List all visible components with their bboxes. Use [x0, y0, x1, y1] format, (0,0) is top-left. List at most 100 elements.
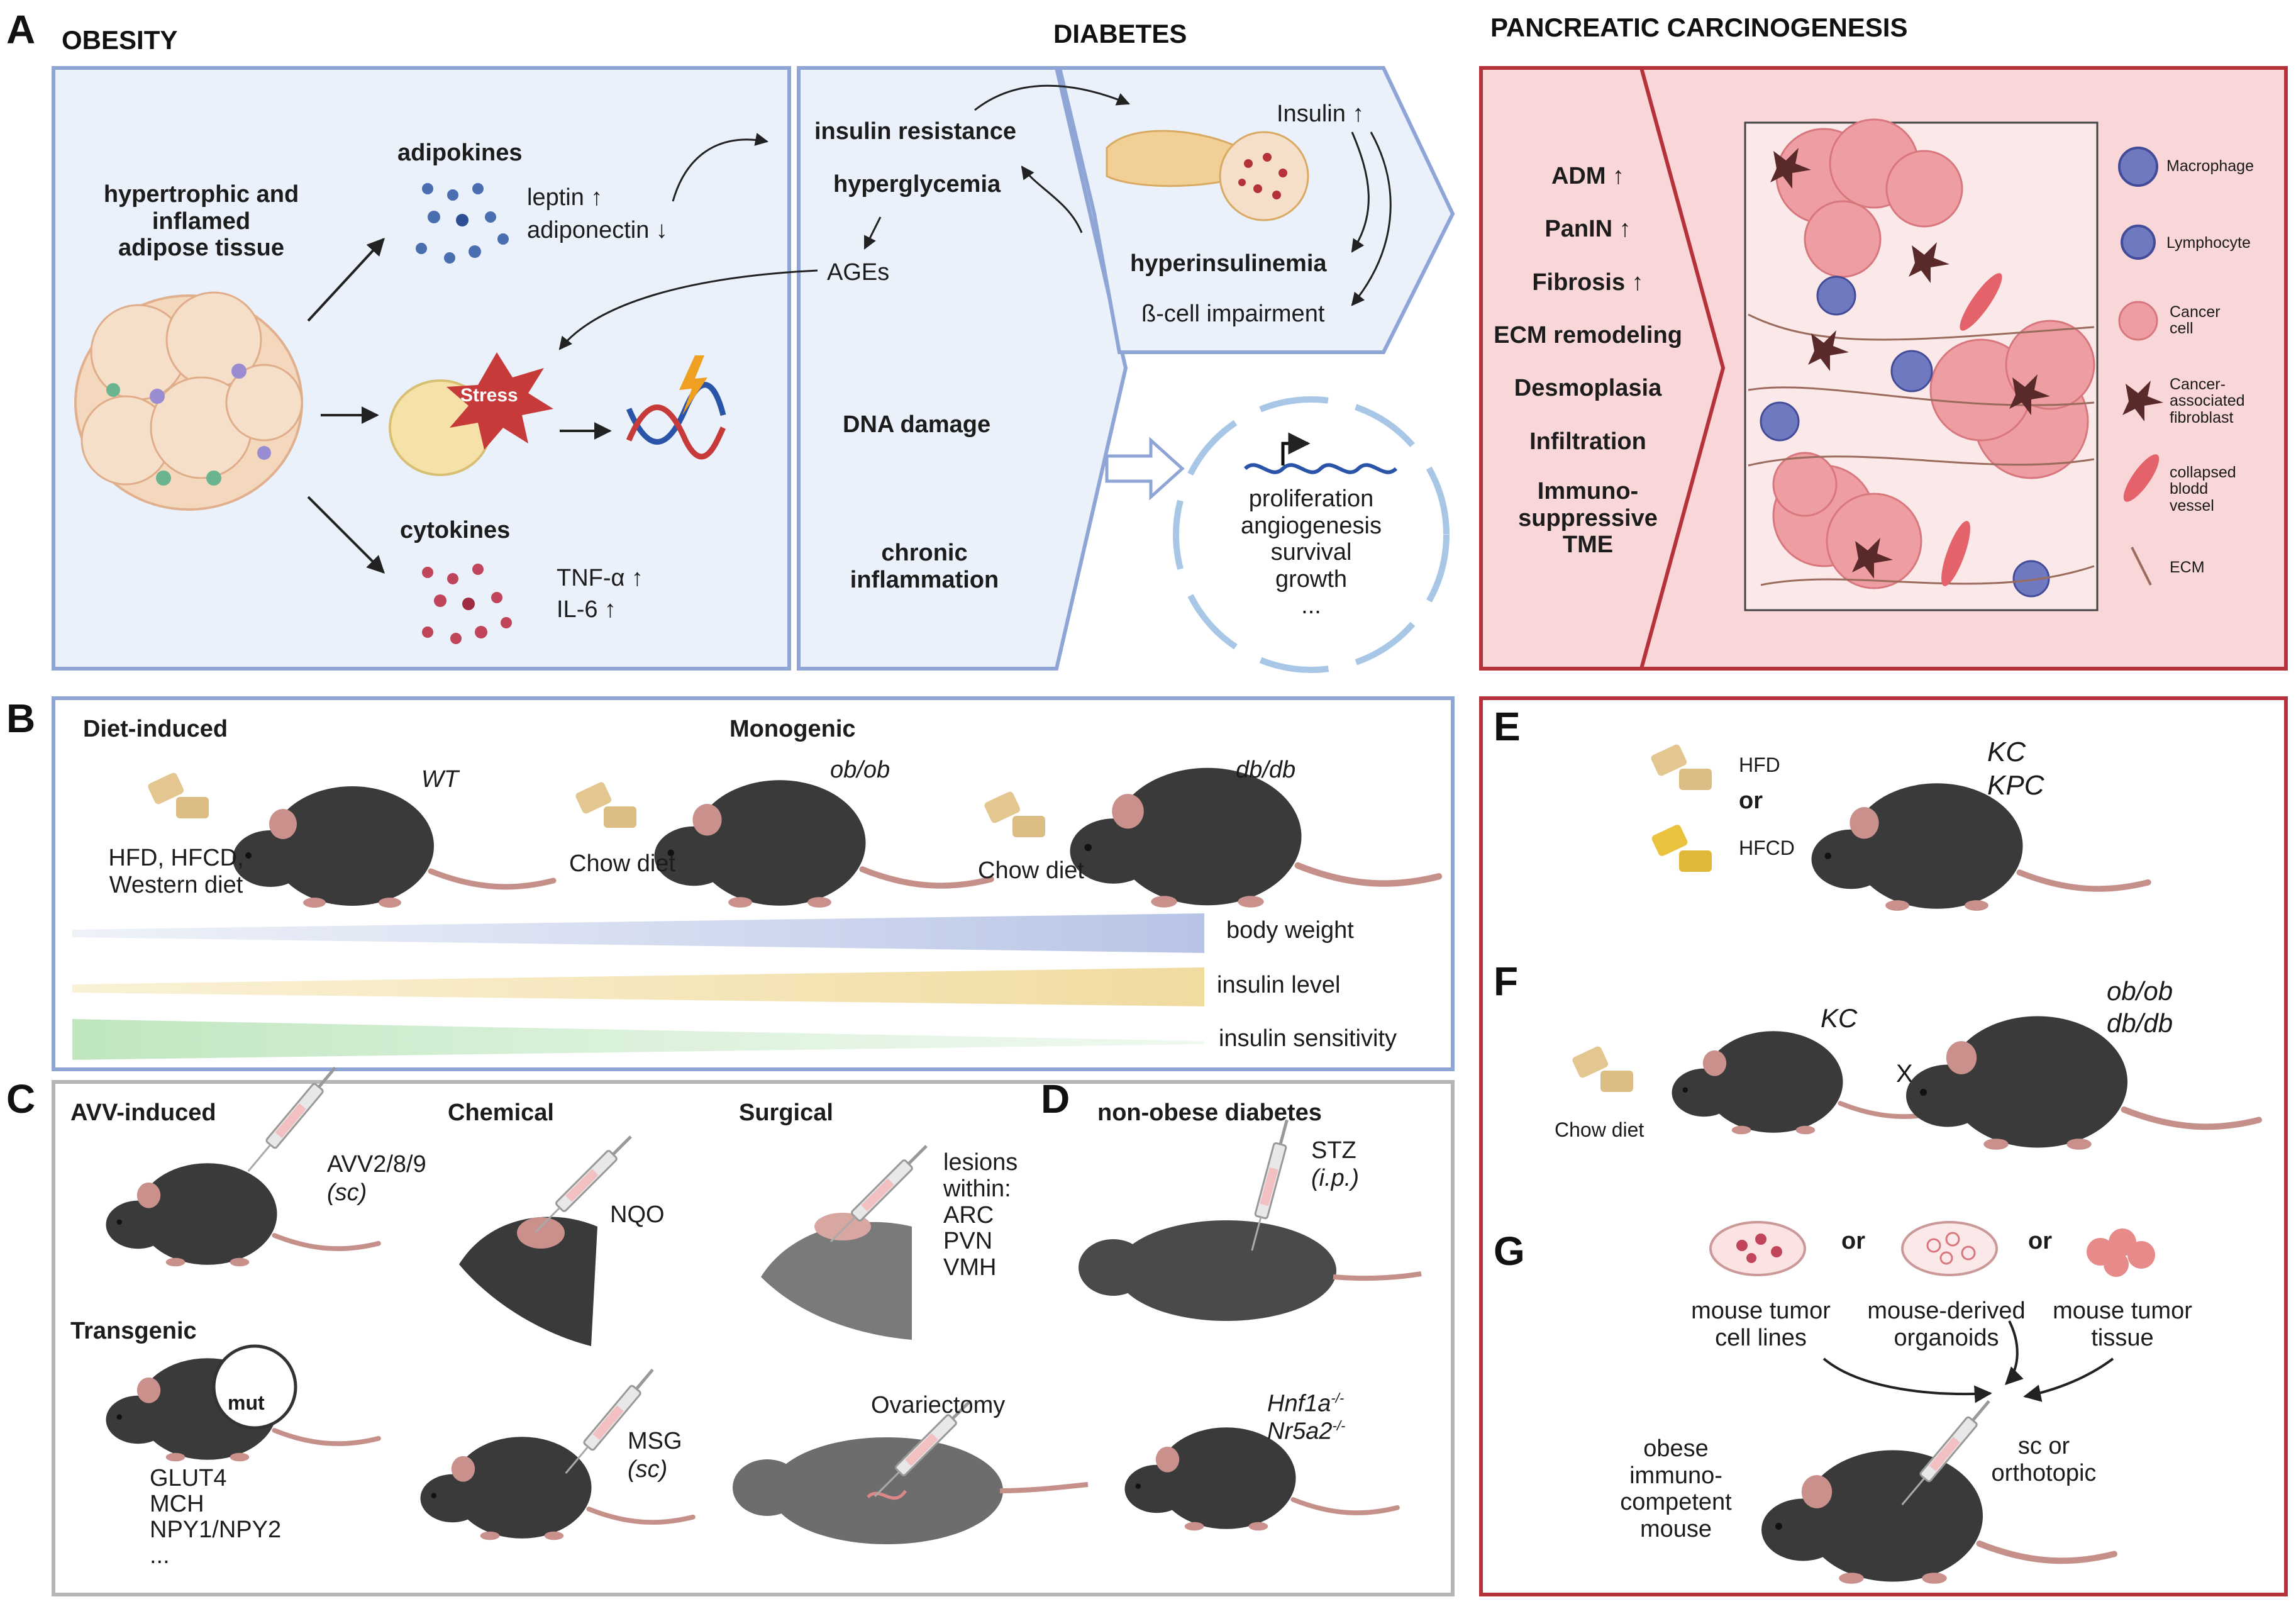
non-obese-diabetes-label: non-obese diabetes [1097, 1100, 1322, 1126]
avv-label: AVV2/8/9 [327, 1151, 426, 1178]
hyperglycemia-label: hyperglycemia [833, 171, 1001, 198]
monogenic-label: Monogenic [729, 716, 856, 742]
panel-letter-f: F [1494, 959, 1519, 1004]
avv-route-label: (sc) [327, 1179, 367, 1206]
wt-label: WT [421, 766, 459, 793]
ages-label: AGEs [827, 259, 890, 286]
gene-promoter-icon [1243, 432, 1398, 474]
chow-diet-label-f: Chow diet [1555, 1118, 1644, 1141]
legend-ecm-icon [2131, 547, 2152, 586]
stress-label: Stress [460, 385, 518, 406]
insulin-level-label: insulin level [1217, 972, 1341, 998]
knockout-label: Hnf1a-/- Nr5a2-/- [1267, 1390, 1346, 1445]
tumor-tissue-icon [2087, 1228, 2155, 1277]
tnf-label: TNF-α ↑ [557, 565, 644, 591]
mut-badge [212, 1344, 297, 1430]
or-label-g1: or [1841, 1228, 1865, 1254]
legend-macrophage: Macrophage [2166, 157, 2254, 175]
hfd-label: HFD [1739, 754, 1780, 776]
petri-dish-organoids [1901, 1221, 1998, 1276]
leptin-label: leptin ↑ [527, 184, 603, 211]
legend-fibroblast-icon [2122, 381, 2163, 421]
nqo-label: NQO [610, 1201, 665, 1228]
stz-mouse [1079, 1220, 1422, 1321]
panel-letter-e: E [1494, 704, 1521, 749]
avv-induced-label: AVV-induced [70, 1100, 216, 1126]
diets-label: HFD, HFCD,Western diet [108, 845, 244, 898]
hfcd-label: HFCD [1739, 837, 1795, 859]
kc-label-f: KC [1821, 1003, 1858, 1033]
adiponectin-label: adiponectin ↓ [527, 217, 668, 243]
ovariectomy-label: Ovariectomy [871, 1392, 1006, 1418]
or-label-e: or [1739, 788, 1763, 814]
bcell-label: ß-cell impairment [1141, 301, 1325, 327]
diabetes-title: DIABETES [1053, 19, 1187, 48]
insulin-sensitivity-bar [72, 1019, 1204, 1060]
adipose-tissue-illustration [74, 291, 303, 511]
legend-cancer-cell-icon [2118, 301, 2158, 341]
insulin-label: Insulin ↑ [1277, 101, 1365, 127]
dna-icon [626, 355, 726, 460]
body-weight-bar [72, 913, 1204, 953]
il6-label: IL-6 ↑ [557, 596, 617, 623]
legend-ecm: ECM [2170, 559, 2205, 576]
panel-letter-b: B [6, 696, 36, 741]
msg-label: MSG [628, 1428, 682, 1454]
adipokine-dots [416, 183, 509, 264]
adipokines-label: adipokines [397, 140, 523, 166]
chemical-mouse-head [459, 1217, 597, 1346]
obesity-title: OBESITY [62, 25, 178, 55]
or-label-g2: or [2028, 1228, 2052, 1254]
tme-illustration [1748, 118, 2095, 598]
cytokine-dots [422, 564, 512, 644]
stz-label: STZ [1311, 1137, 1356, 1164]
legend-macrophage-icon [2118, 147, 2158, 187]
chemical-label: Chemical [448, 1100, 554, 1126]
panel-letter-a: A [6, 7, 36, 52]
dna-damage-label: DNA damage [843, 411, 991, 438]
chow-diet-label-1: Chow diet [569, 850, 675, 877]
msg-route-label: (sc) [628, 1456, 668, 1483]
hyperinsulinemia-label: hyperinsulinemia [1130, 250, 1327, 277]
cross-label: X [1896, 1060, 1913, 1088]
body-weight-label: body weight [1226, 917, 1354, 944]
pancreas-illustration [1106, 130, 1309, 221]
dbdb-label: db/db [1236, 757, 1296, 783]
insulin-sensitivity-label: insulin sensitivity [1219, 1025, 1397, 1052]
insulin-resistance-label: insulin resistance [814, 118, 1017, 145]
panel-letter-c: C [6, 1076, 36, 1122]
obob-label: ob/ob [830, 757, 890, 783]
outcome-circle [1173, 396, 1450, 673]
stz-route-label: (i.p.) [1311, 1165, 1359, 1191]
hollow-arrow [1105, 437, 1185, 501]
cytokines-label: cytokines [400, 517, 511, 543]
transgenic-label: Transgenic [70, 1318, 197, 1344]
carcinogenesis-divider [1639, 67, 1726, 669]
stress-burst [446, 352, 553, 450]
carcinogenesis-title: PANCREATIC CARCINOGENESIS [1490, 13, 1908, 42]
mut-label: mut [228, 1391, 265, 1414]
panel-letter-d: D [1041, 1076, 1070, 1122]
chow-diet-label-2: Chow diet [978, 857, 1084, 884]
insulin-level-bar [72, 967, 1204, 1006]
legend-lymphocyte-icon [2121, 225, 2156, 260]
ovariectomy-mouse [733, 1437, 1089, 1544]
petri-dish-cell-lines [1709, 1221, 1806, 1276]
surgical-label: Surgical [739, 1100, 833, 1126]
